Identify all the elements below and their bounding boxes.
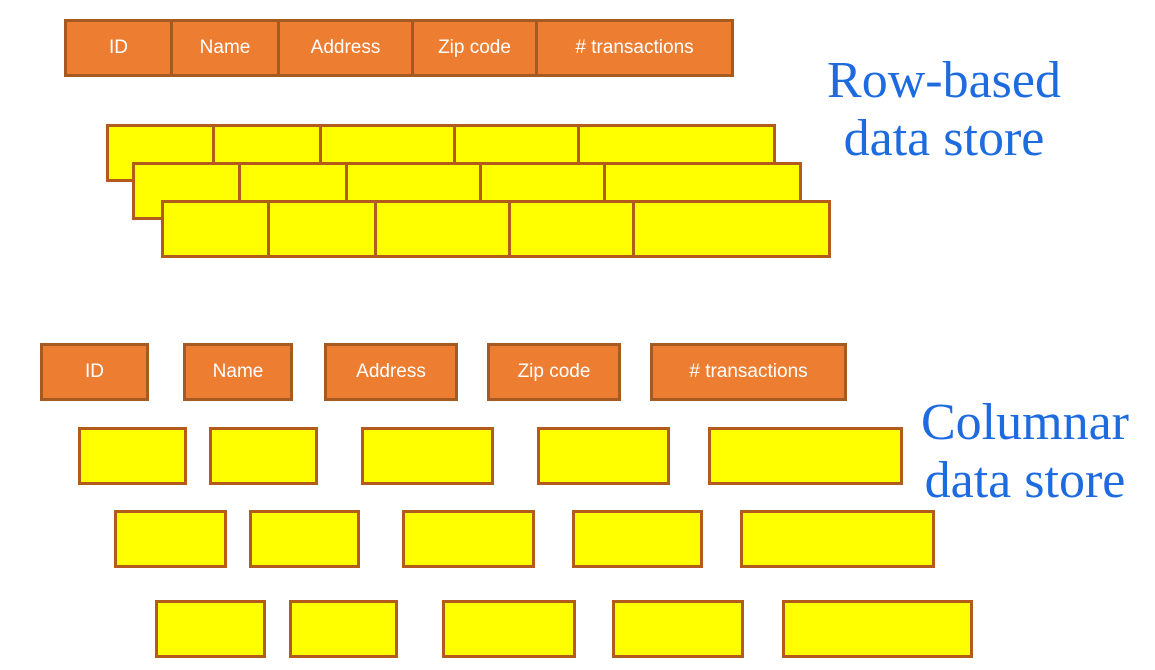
column-chunk [572, 510, 703, 568]
column-header-zipcode: Zip code [487, 343, 621, 401]
column-chunk [442, 600, 576, 658]
row-header-cell-address: Address [277, 19, 414, 77]
column-chunk [402, 510, 535, 568]
column-chunk [361, 427, 494, 485]
columnar-store-label-line1: Columnar [921, 394, 1129, 451]
column-header-id: ID [40, 343, 149, 401]
row-store-label-line1: Row-based [827, 52, 1061, 109]
row-record-3 [161, 200, 831, 258]
columnar-store-label-line2: data store [924, 452, 1126, 509]
row-record-cell [508, 200, 635, 258]
row-header-cell-zipcode: Zip code [411, 19, 538, 77]
column-chunk [537, 427, 670, 485]
row-store-header-strip: ID Name Address Zip code # transactions [64, 19, 734, 77]
row-record-cell [374, 200, 511, 258]
columnar-store-label: Columnar data store [895, 394, 1155, 510]
row-store-label-line2: data store [843, 110, 1045, 167]
row-store-label: Row-based data store [794, 52, 1094, 168]
column-chunk [209, 427, 318, 485]
column-chunk [78, 427, 187, 485]
column-chunk [249, 510, 360, 568]
column-chunk [708, 427, 903, 485]
row-record-cell [161, 200, 270, 258]
column-chunk [114, 510, 227, 568]
row-record-cell [267, 200, 377, 258]
row-header-cell-transactions: # transactions [535, 19, 734, 77]
column-chunk [782, 600, 973, 658]
column-chunk [740, 510, 935, 568]
column-header-transactions: # transactions [650, 343, 847, 401]
column-header-address: Address [324, 343, 458, 401]
row-record-cell [632, 200, 831, 258]
column-chunk [612, 600, 744, 658]
column-chunk [289, 600, 398, 658]
column-chunk [155, 600, 266, 658]
row-header-cell-name: Name [170, 19, 280, 77]
column-header-name: Name [183, 343, 293, 401]
row-header-cell-id: ID [64, 19, 173, 77]
